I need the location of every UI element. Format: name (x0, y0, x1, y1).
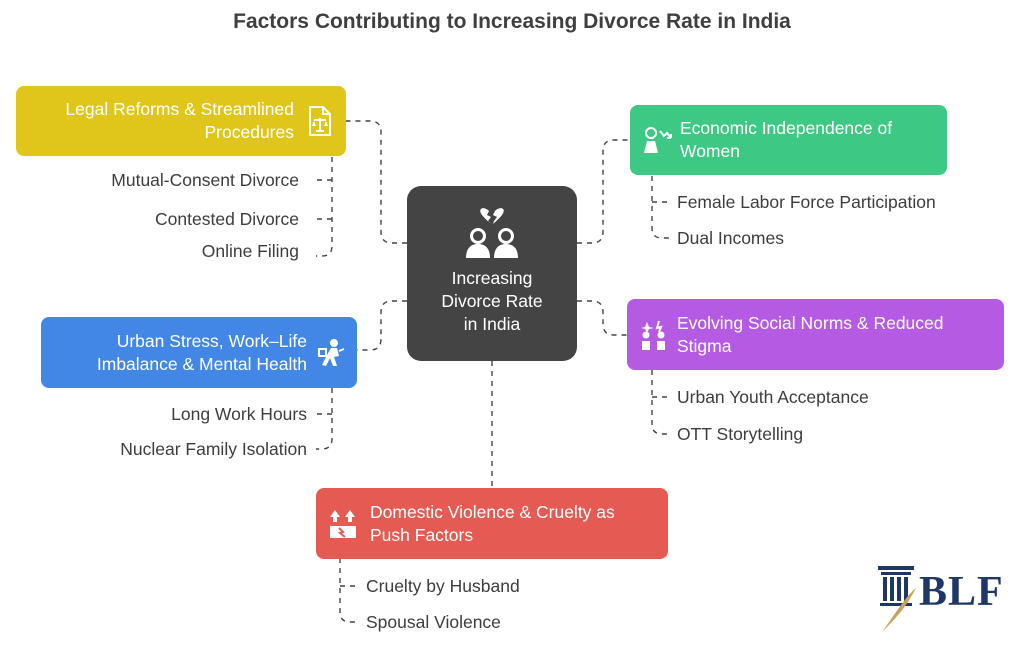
urban-item-long-hours: Long Work Hours (171, 404, 307, 424)
center-node: Increasing Divorce Rate in India (407, 186, 577, 361)
legal-reforms-label: Legal Reforms & Streamlined Procedures (65, 99, 294, 142)
diagram-title: Factors Contributing to Increasing Divor… (233, 10, 791, 33)
urban-items-line (316, 388, 333, 450)
two-people-spark-icon (641, 320, 665, 350)
legal-item-contested: Contested Divorce (155, 209, 299, 229)
blf-logo (876, 560, 1006, 634)
center-label: Increasing Divorce Rate in India (441, 268, 543, 334)
connector-urban (357, 300, 407, 351)
domestic-item-cruelty: Cruelty by Husband (366, 576, 520, 596)
urban-stress-label: Urban Stress, Work–Life Imbalance & Ment… (96, 330, 307, 374)
connector-social (577, 300, 627, 336)
domestic-item-spousal-violence: Spousal Violence (366, 612, 501, 632)
social-item-urban-youth: Urban Youth Acceptance (677, 387, 869, 407)
legal-item-mutual-consent: Mutual-Consent Divorce (111, 170, 299, 190)
economic-items-line (651, 176, 670, 239)
domestic-violence-label: Domestic Violence & Cruelty as Push Fact… (370, 501, 615, 545)
economic-item-dual-incomes: Dual Incomes (677, 228, 784, 248)
social-items-line (651, 370, 670, 435)
economic-item-female-labor: Female Labor Force Participation (677, 192, 936, 212)
woman-chart-down-icon (644, 127, 672, 153)
stressed-walker-icon (318, 338, 345, 366)
push-arrows-icon (330, 509, 356, 538)
legal-document-scales-icon (309, 106, 331, 136)
legal-reforms-box: Legal Reforms & Streamlined Procedures (16, 86, 346, 156)
social-norms-label: Evolving Social Norms & Reduced Stigma (677, 312, 944, 356)
urban-item-nuclear-family: Nuclear Family Isolation (120, 439, 307, 459)
social-item-ott: OTT Storytelling (677, 424, 804, 444)
economic-independence-label: Economic Independence of Women (680, 118, 893, 161)
legal-items-line (316, 157, 333, 257)
connector-economic (577, 139, 630, 244)
blf-logo-text: BLF (919, 569, 1004, 615)
connector-legal (346, 120, 407, 244)
domestic-items-line (339, 558, 358, 623)
urban-stress-box: Urban Stress, Work–Life Imbalance & Ment… (41, 317, 357, 388)
social-norms-box: Evolving Social Norms & Reduced Stigma (627, 299, 1004, 370)
broken-heart-couple-icon (466, 208, 518, 258)
legal-item-online-filing: Online Filing (201, 241, 299, 261)
domestic-violence-box: Domestic Violence & Cruelty as Push Fact… (316, 488, 668, 559)
pillar-quill-icon (878, 566, 916, 632)
economic-independence-box: Economic Independence of Women (630, 105, 947, 175)
